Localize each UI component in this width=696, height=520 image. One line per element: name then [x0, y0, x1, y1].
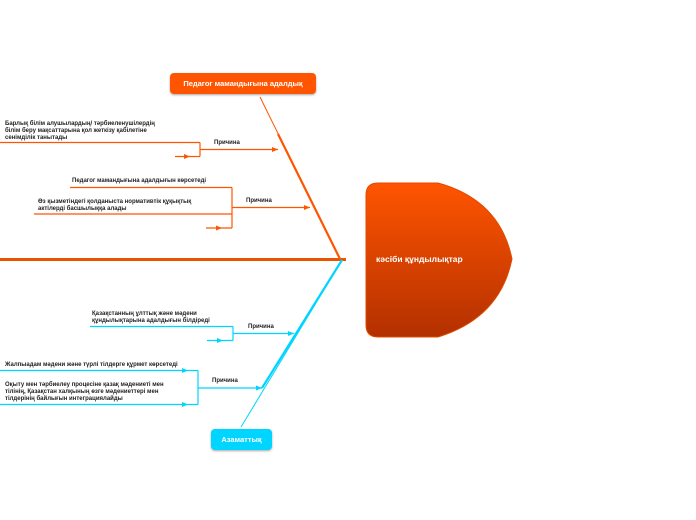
cause-bottom-2[interactable]: Причина [212, 378, 238, 384]
category-bottom[interactable]: Азаматтық [211, 429, 272, 450]
category-top[interactable]: Педагог мамандығына адалдық [170, 73, 316, 94]
cause-top-2[interactable]: Причина [246, 198, 272, 204]
item-top-2-b[interactable]: Өз қызметіндегі қолданыста нормативтік қ… [38, 199, 192, 212]
cause-top-1[interactable]: Причина [214, 140, 240, 146]
cause-bottom-1[interactable]: Причина [248, 324, 274, 330]
category-top-label: Педагог мамандығына адалдық [183, 79, 303, 88]
item-bottom-1-a[interactable]: Қазақстанның ұлттық және мәдени құндылық… [92, 311, 210, 324]
head-label[interactable]: кәсіби құндылықтар [376, 254, 463, 264]
category-bottom-label: Азаматтық [221, 435, 262, 444]
item-top-2-a[interactable]: Педагог мамандығына адалдығын көрсетеді [72, 178, 207, 184]
top-bone-thick [277, 133, 341, 260]
fish-head[interactable] [365, 182, 513, 338]
item-top-1-a[interactable]: Барлық білім алушылардың/ тәрбиеленушіле… [5, 121, 155, 141]
bottom-bone-thick [261, 259, 343, 389]
item-bottom-2-a[interactable]: Жалпыадам мәдени және түрлі тілдерге құр… [5, 362, 178, 368]
item-bottom-2-b[interactable]: Оқыту мен тәрбиелеу процесіне қазақ мәде… [5, 382, 164, 402]
